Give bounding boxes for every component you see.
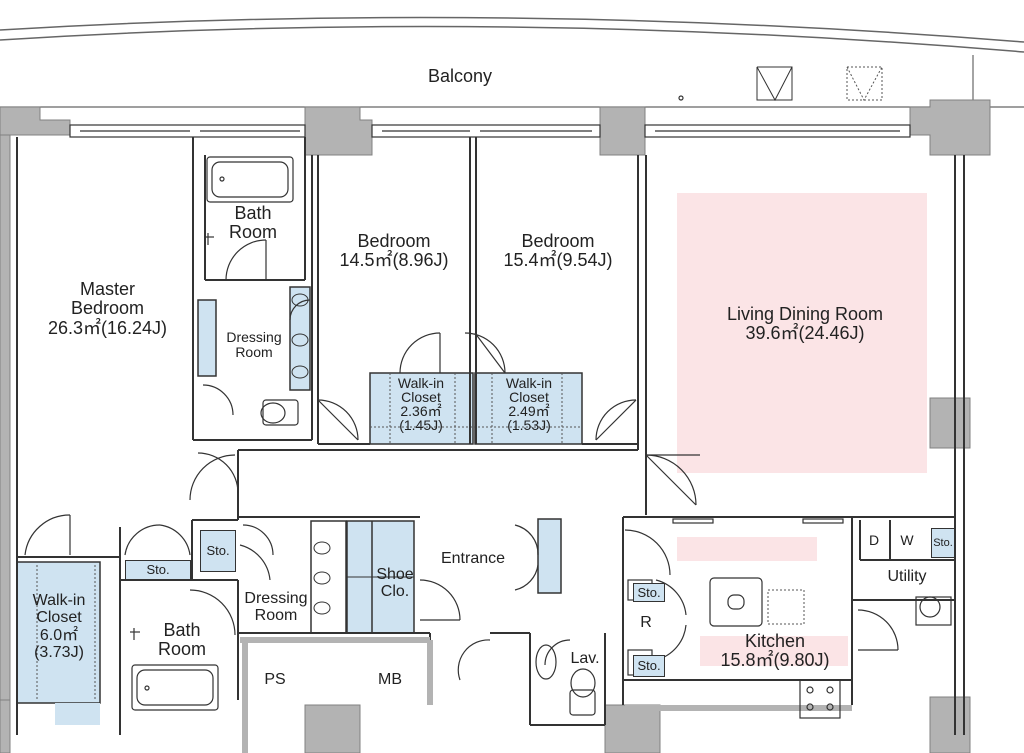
storage-4: Sto. [633, 655, 665, 677]
balcony-label: Balcony [427, 66, 493, 86]
walkin-closet-master-area-2: (3.73J) [34, 643, 84, 661]
kitchen-area: 15.8㎡(9.80J) [720, 650, 830, 671]
master-bedroom-name-1: Master [79, 279, 135, 299]
shoe-closet-label: Shoe Clo. [366, 566, 424, 601]
bedroom-2-area: 15.4㎡(9.54J) [503, 250, 613, 271]
bedroom-1-name: Bedroom [357, 231, 431, 251]
storage-1: Sto. [125, 560, 191, 580]
dressing-top-name-2: Room [235, 344, 273, 361]
kitchen-name: Kitchen [744, 631, 806, 651]
master-bedroom-area: 26.3㎡(16.24J) [47, 317, 168, 338]
bedroom-1-area: 14.5㎡(8.96J) [339, 250, 449, 271]
master-bedroom-name-2: Bedroom [70, 298, 145, 319]
walkin-closet-2-label: Walk-in Closet 2.49㎡ (1.53J) [483, 376, 575, 432]
walkin-closet-1-name-1: Walk-in [397, 375, 445, 391]
bedroom-2-label: Bedroom 15.4㎡(9.54J) [482, 231, 634, 271]
walkin-closet-1-area-1: 2.36㎡ [400, 403, 442, 419]
entrance-label: Entrance [440, 550, 506, 567]
walkin-closet-1-label: Walk-in Closet 2.36㎡ (1.45J) [376, 376, 466, 432]
washer-label: W [900, 532, 914, 548]
storage-2: Sto. [200, 530, 236, 572]
walkin-closet-master-name-1: Walk-in [32, 592, 86, 609]
bath-top-label: Bath Room [218, 203, 288, 243]
dressing-top-closet-fill [197, 299, 217, 377]
storage-3: Sto. [633, 583, 665, 602]
shoe-closet-name-1: Shoe [376, 566, 414, 583]
bath-top-name-1: Bath [234, 203, 272, 223]
kitchen-highlight-top [677, 537, 817, 561]
walkin-closet-master-area-1: 6.0㎡ [39, 626, 79, 644]
bath-bottom-name-1: Bath [163, 620, 201, 640]
shoe-closet-name-2: Clo. [380, 583, 410, 601]
walkin-closet-2-area-1: 2.49㎡ [508, 403, 550, 419]
walkin-closet-1-fill [369, 372, 474, 445]
dressing-bottom-label: Dressing Room [238, 590, 314, 625]
walkin-closet-2-name-1: Walk-in [505, 375, 553, 391]
bath-bottom-label: Bath Room [142, 620, 222, 660]
bath-bottom-name-2: Room [157, 639, 206, 660]
walkin-closet-1-name-2: Closet [401, 389, 441, 405]
walkin-closet-master-name-2: Closet [36, 609, 82, 627]
ps-label: PS [264, 671, 286, 688]
living-dining-label: Living Dining Room 39.6㎡(24.46J) [690, 304, 920, 344]
kitchen-highlight-bottom [700, 636, 848, 666]
kitchen-label: Kitchen 15.8㎡(9.80J) [700, 631, 850, 671]
dressing-top-closet-fill-2 [289, 286, 311, 391]
entrance-closet-fill [537, 518, 562, 594]
dressing-bottom-name-2: Room [254, 607, 298, 625]
storage-5: Sto. [931, 528, 955, 558]
living-dining-area: 39.6㎡(24.46J) [745, 323, 865, 344]
refrigerator-label: R [640, 614, 652, 631]
master-bedroom-label: Master Bedroom 26.3㎡(16.24J) [30, 279, 185, 338]
walkin-closet-2-name-2: Closet [509, 389, 549, 405]
mb-label: MB [378, 671, 402, 688]
walkin-closet-2-area-2: (1.53J) [507, 417, 551, 433]
utility-label: Utility [887, 568, 927, 585]
walkin-closet-1-area-2: (1.45J) [399, 417, 443, 433]
dressing-top-name-1: Dressing [226, 329, 282, 345]
bedroom-1-label: Bedroom 14.5㎡(8.96J) [320, 231, 468, 271]
dryer-label: D [868, 532, 880, 548]
walkin-closet-master-label: Walk-in Closet 6.0㎡ (3.73J) [20, 592, 98, 661]
dressing-bottom-closet-fill [310, 520, 347, 634]
walkin-master-strip [55, 703, 100, 725]
dressing-bottom-name-1: Dressing [244, 590, 308, 607]
living-room-highlight [677, 193, 927, 473]
dressing-top-label: Dressing Room [214, 329, 294, 361]
lav-label: Lav. [570, 650, 600, 667]
living-dining-name: Living Dining Room [726, 304, 884, 324]
bath-top-name-2: Room [228, 222, 277, 243]
balcony-rail [0, 16, 1024, 43]
bedroom-2-name: Bedroom [521, 231, 595, 251]
